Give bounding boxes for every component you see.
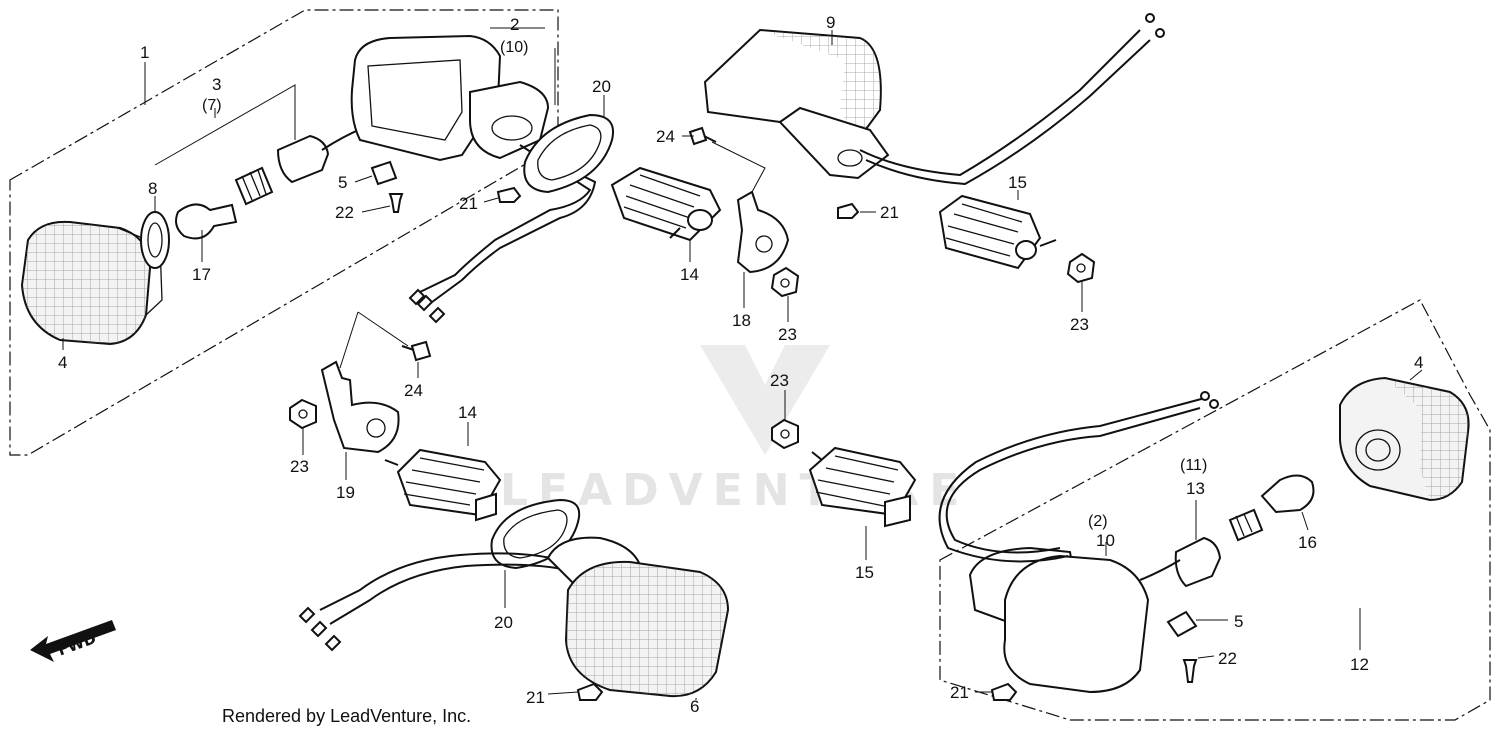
part-label-18: 18: [732, 311, 751, 330]
part-label-14-lower: 14: [458, 403, 477, 422]
part-label-2-ref: (2): [1088, 513, 1108, 530]
part-label-24-upper: 24: [656, 127, 675, 146]
gasket-8: [140, 211, 170, 269]
front-right-turn-signal-6: [546, 536, 730, 698]
part-label-16: 16: [1298, 533, 1317, 552]
part-label-23-upper-right: 23: [1070, 315, 1089, 334]
socket-spring-lower: [1228, 508, 1264, 542]
nut-23-lower-left: [289, 398, 317, 430]
part-label-12: 12: [1350, 655, 1369, 674]
part-label-22-lower: 22: [1218, 649, 1237, 668]
front-left-turn-signal-lens-4: [20, 220, 163, 346]
part-label-20-lower: 20: [494, 613, 513, 632]
wire-harness-lower-left: [298, 552, 569, 652]
part-label-20-upper: 20: [592, 77, 611, 96]
part-label-21-a: 21: [459, 194, 478, 213]
nut-5-lower: [1166, 610, 1198, 638]
bulb-17: [175, 203, 238, 240]
resistor-15-upper: [938, 194, 1057, 270]
socket-3: [276, 124, 371, 184]
housing-10: [968, 546, 1150, 694]
part-label-23-upper-middle: 23: [778, 325, 797, 344]
nut-21-upper-left: [496, 186, 522, 203]
nut-21-lower-left: [576, 682, 604, 701]
bracket-18: [736, 190, 790, 274]
part-label-1: 1: [140, 43, 149, 62]
part-label-6: 6: [690, 697, 699, 716]
leader-lines: [62, 27, 1423, 700]
resistor-14-lower: [384, 448, 502, 522]
part-label-21-b: 21: [880, 203, 899, 222]
bulb-16: [1260, 474, 1315, 514]
part-label-3: 3: [212, 75, 221, 94]
group-12-boundary: [939, 299, 1491, 721]
part-label-4-left: 4: [58, 353, 67, 372]
forward-direction-arrow-icon: FWD: [30, 620, 116, 662]
part-label-13: 13: [1186, 479, 1205, 498]
part-label-24-lower: 24: [404, 381, 423, 400]
part-label-5-upper: 5: [338, 173, 347, 192]
part-label-22-upper: 22: [335, 203, 354, 222]
part-label-23-lower-middle: 23: [770, 371, 789, 390]
part-label-15-upper: 15: [1008, 173, 1027, 192]
screw-22-lower: [1182, 659, 1198, 683]
socket-13: [1139, 536, 1222, 588]
rear-right-lens-4: [1339, 376, 1470, 502]
resistor-14-upper: [610, 166, 722, 242]
wire-harness-lower-right: [938, 391, 1219, 563]
screw-22-upper: [388, 193, 404, 213]
footer-credit: Rendered by LeadVenture, Inc.: [222, 706, 471, 726]
bolt-24-lower: [401, 340, 432, 362]
part-label-10-ref: (10): [500, 39, 528, 56]
part-label-2: 2: [510, 15, 519, 34]
part-label-5-lower: 5: [1234, 612, 1243, 631]
part-label-14-upper: 14: [680, 265, 699, 284]
part-label-8: 8: [148, 179, 157, 198]
part-label-23-lower-left: 23: [290, 457, 309, 476]
nut-23-lower-middle: [771, 418, 799, 450]
watermark-logo-icon: [700, 345, 830, 455]
part-label-10: 10: [1096, 531, 1115, 550]
rear-lamp-housing-9: [703, 13, 1165, 186]
bolt-24-upper: [688, 126, 717, 146]
part-label-9: 9: [826, 13, 835, 32]
socket-spring: [234, 166, 274, 206]
resistor-15-lower: [808, 446, 917, 528]
part-label-19: 19: [336, 483, 355, 502]
nut-23-upper-right: [1066, 252, 1096, 284]
part-label-17: 17: [192, 265, 211, 284]
part-label-15-lower: 15: [855, 563, 874, 582]
wire-harness-upper-left: [408, 144, 597, 324]
part-label-11-ref: (11): [1180, 457, 1207, 474]
part-number-labels: 1 2 (10) 3 (7) 8 17 4 5 22 21 20 24 14 1…: [58, 13, 1423, 716]
grommet-20-upper: [523, 113, 614, 194]
part-label-21-d: 21: [950, 683, 969, 702]
nut-21-upper-right: [837, 202, 860, 219]
part-label-4-right: 4: [1414, 353, 1423, 372]
bracket-19: [320, 360, 400, 454]
fwd-label: FWD: [55, 629, 98, 659]
part-label-21-c: 21: [526, 688, 545, 707]
part-label-7-ref: (7): [202, 97, 222, 114]
nut-5-upper: [370, 160, 398, 186]
nut-23-upper-middle: [770, 266, 800, 298]
nut-21-lower-right: [990, 682, 1018, 701]
